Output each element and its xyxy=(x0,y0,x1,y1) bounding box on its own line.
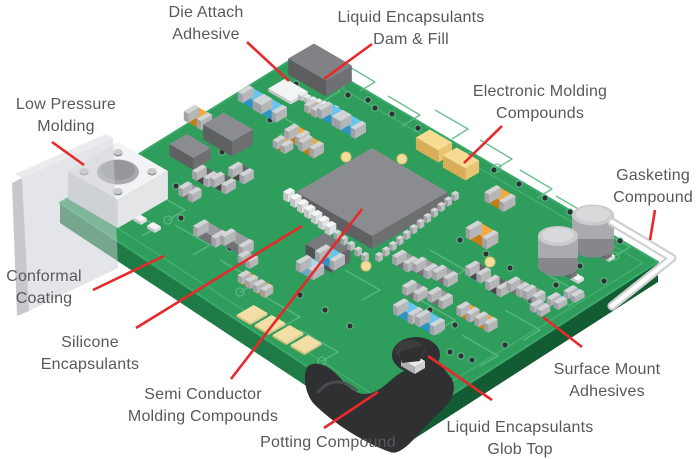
leader-line-electronic-molding-compounds xyxy=(463,125,503,164)
gasket-bead xyxy=(607,217,677,311)
vias xyxy=(150,66,624,364)
components xyxy=(169,85,546,336)
leader-line-low-pressure-molding xyxy=(51,140,85,167)
leader-line-silicone-encapsulants xyxy=(135,224,303,330)
low-pressure-molding-block xyxy=(12,134,118,316)
leader-line-die-attach-adhesive xyxy=(246,41,290,82)
glob-top-dome xyxy=(392,337,440,374)
qfp-chip xyxy=(283,148,459,263)
leader-line-gasketing-compound xyxy=(648,209,657,241)
leader-line-potting-compound xyxy=(323,390,379,430)
leader-line-semi-conductor-molding-compounds xyxy=(229,208,364,380)
edge-connector-pads xyxy=(236,305,322,355)
electrolytic-capacitors xyxy=(538,204,614,279)
leader-line-surface-mount-adhesives xyxy=(542,315,583,349)
gold-pads xyxy=(340,151,496,272)
potting-compound-blob xyxy=(304,359,454,453)
surface-mount-chips xyxy=(529,285,585,317)
leader-line-liquid-encapsulants-glob-top xyxy=(427,354,493,402)
leader-line-conformal-coating xyxy=(92,254,165,292)
leader-line-liquid-encapsulants-dam-fill xyxy=(323,42,373,81)
